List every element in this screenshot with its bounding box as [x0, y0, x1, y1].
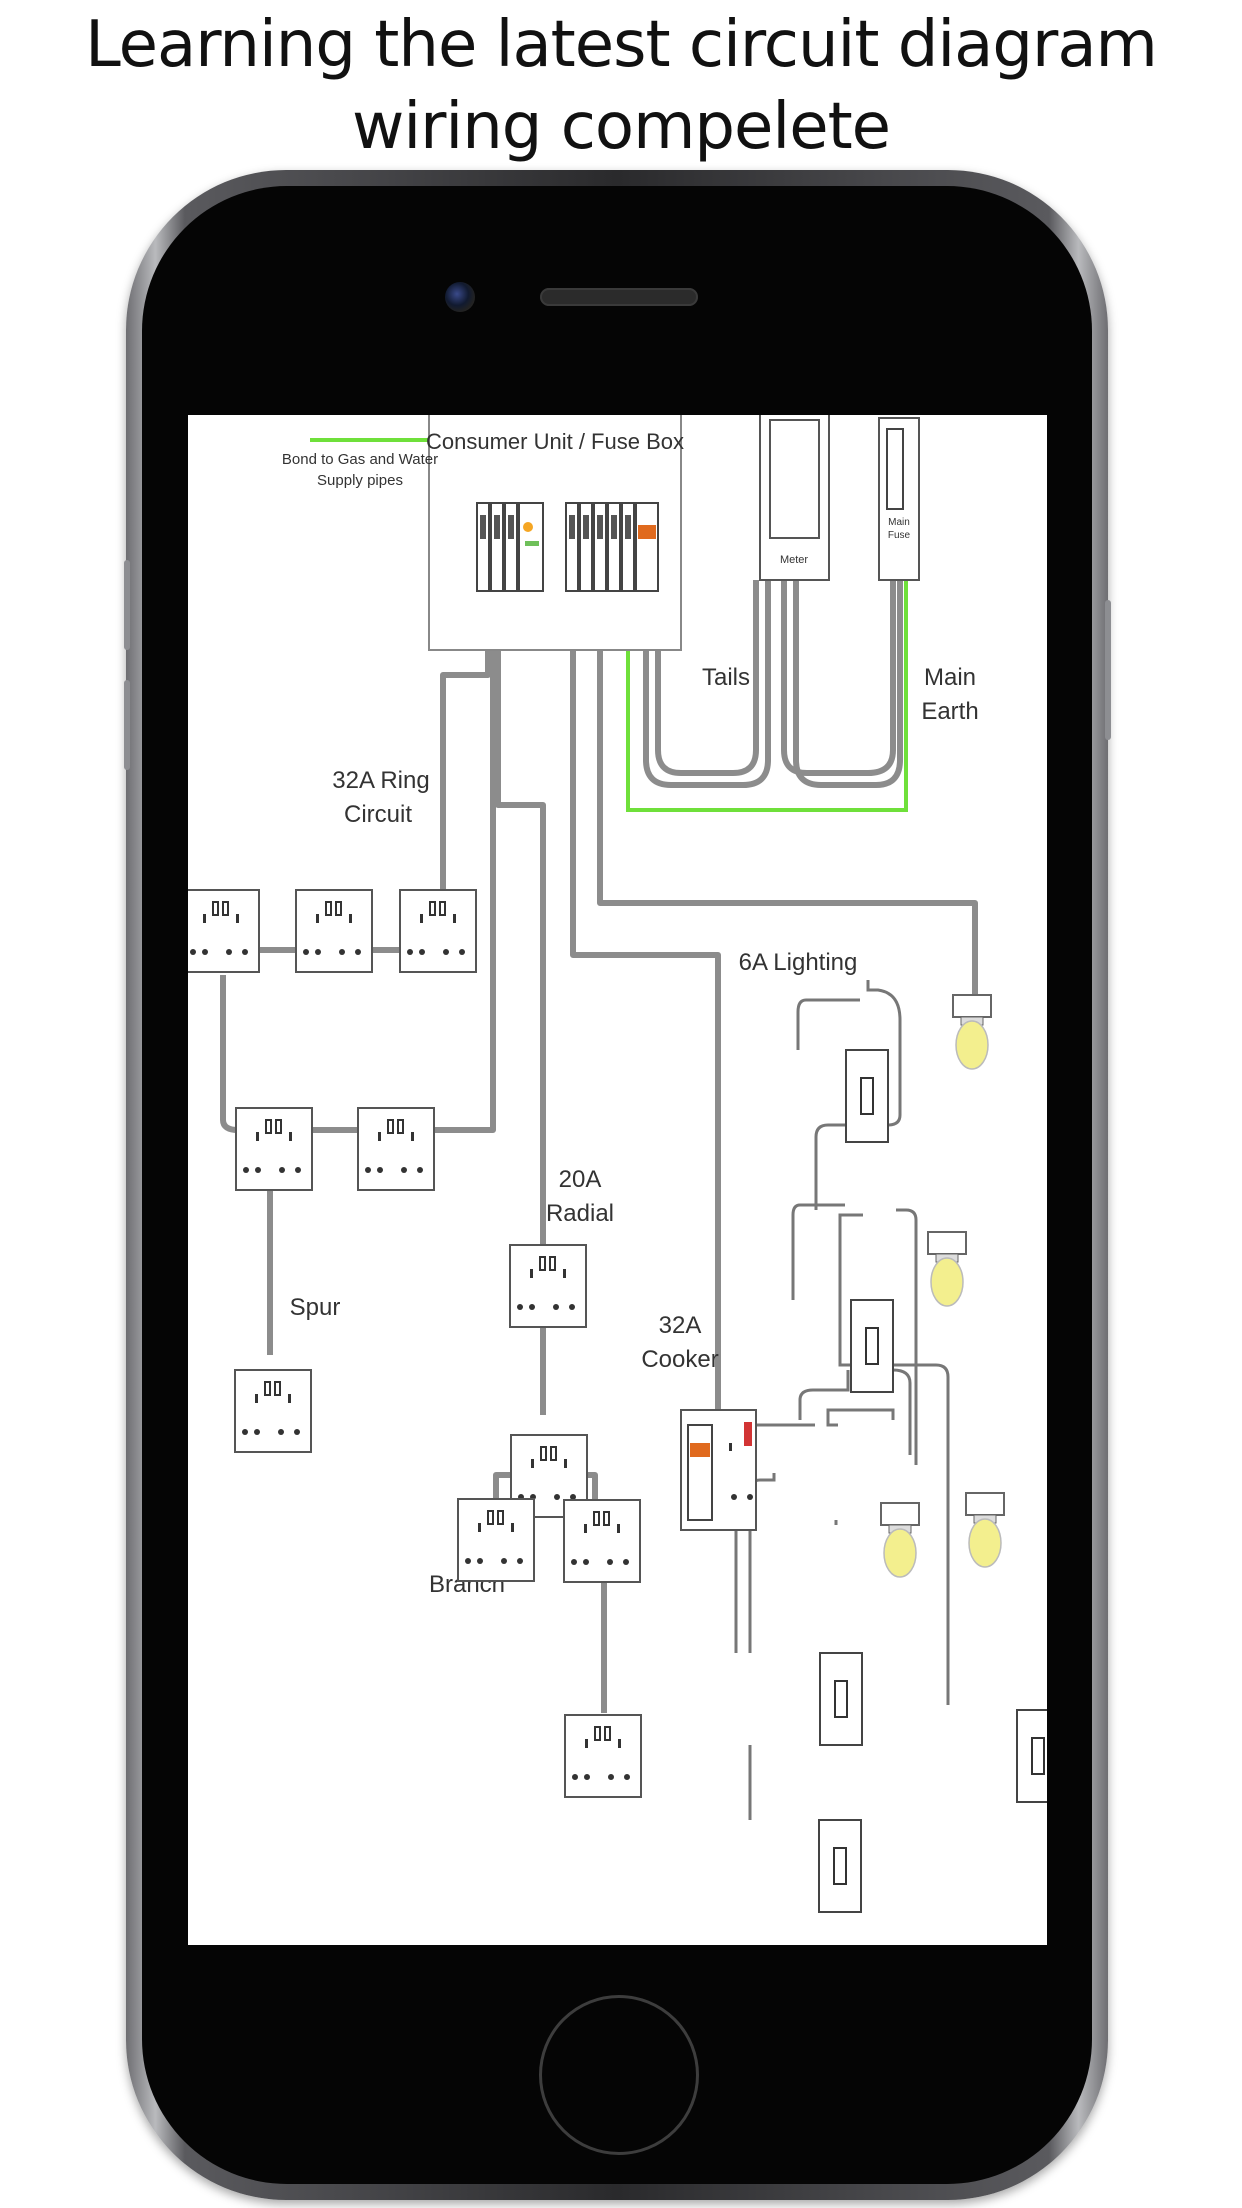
meter-label: Meter [780, 554, 808, 566]
headline-line-2: wiring compelete [351, 90, 891, 164]
main-earth-label-1: Main [924, 664, 976, 691]
bond-label-2: Supply pipes [317, 472, 403, 489]
light-switch [818, 1819, 862, 1913]
light-bulb [952, 994, 992, 1070]
light-bulb [927, 1231, 967, 1307]
socket [295, 889, 373, 973]
earth-wires [310, 438, 908, 812]
front-camera-icon [445, 282, 475, 312]
headline-line-1: Learning the latest circuit diagram [85, 8, 1158, 82]
spur-label: Spur [290, 1294, 341, 1321]
volume-button-2 [124, 680, 130, 770]
consumer-unit: Consumer Unit / Fuse Box [426, 415, 684, 651]
cooker-label-1: 32A [659, 1312, 702, 1339]
bond-label-1: Bond to Gas and Water [282, 451, 438, 468]
sockets [188, 889, 642, 1798]
socket [564, 1714, 642, 1798]
consumer-unit-label: Consumer Unit / Fuse Box [426, 429, 684, 454]
socket [235, 1107, 313, 1191]
cooker-switch [680, 1409, 757, 1531]
volume-button [124, 560, 130, 650]
radial-label-1: 20A [559, 1166, 602, 1193]
page-headline: Learning the latest circuit diagram wiri… [0, 4, 1242, 168]
tails-label: Tails [702, 664, 750, 691]
main-fuse-label-2: Fuse [888, 530, 911, 541]
socket [457, 1498, 535, 1582]
light-switch [1016, 1709, 1047, 1803]
main-fuse-label-1: Main [888, 517, 910, 528]
ring-circuit-label-1: 32A Ring [332, 767, 429, 794]
light-bulb [965, 1492, 1005, 1568]
socket [188, 889, 260, 973]
main-fuse: Main Fuse [878, 417, 920, 581]
lighting-label: 6A Lighting [739, 949, 858, 976]
ring-circuit-label-2: Circuit [344, 801, 412, 828]
light-bulb [880, 1502, 920, 1578]
wiring-diagram: Consumer Unit / Fuse Box Bond to [188, 415, 1047, 1913]
home-button[interactable] [539, 1995, 699, 2155]
cooker-label-2: Cooker [641, 1346, 718, 1373]
meter: Meter [759, 415, 830, 581]
light-switch [850, 1299, 894, 1393]
socket [509, 1244, 587, 1328]
socket [234, 1369, 312, 1453]
light-switch [819, 1652, 863, 1746]
lighting-fittings [818, 994, 1047, 1913]
light-switch [845, 1049, 889, 1143]
main-earth-label-2: Earth [921, 698, 978, 725]
radial-label-2: Radial [546, 1200, 614, 1227]
socket [399, 889, 477, 973]
side-button [1105, 600, 1111, 740]
socket [357, 1107, 435, 1191]
phone-screen: Consumer Unit / Fuse Box Bond to [188, 415, 1047, 1945]
socket [563, 1499, 641, 1583]
lighting-wires [734, 980, 950, 1820]
earpiece-speaker [540, 288, 698, 306]
